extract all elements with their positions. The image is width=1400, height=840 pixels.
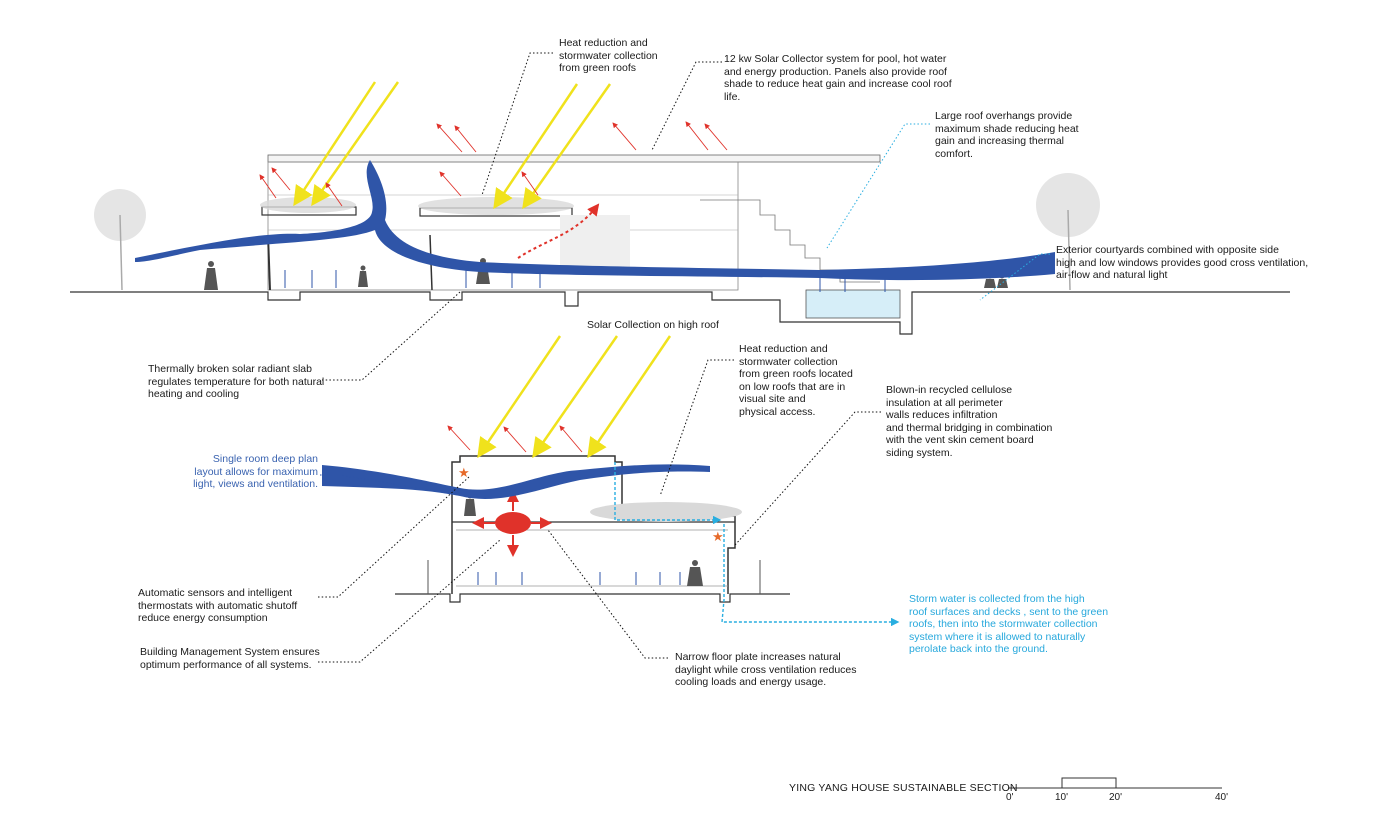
- sensor-star-1: ★: [458, 466, 470, 481]
- sun-rays-lower: [477, 335, 672, 459]
- heat-arrows-upper: [259, 121, 728, 207]
- note-green-roofs-low: Heat reduction and stormwater collection…: [739, 343, 853, 418]
- scale-tick-20: 20': [1109, 792, 1123, 803]
- pool: [805, 289, 901, 319]
- drawing-title: YING YANG HOUSE SUSTAINABLE SECTION: [789, 782, 1018, 794]
- note-courtyards: Exterior courtyards combined with opposi…: [1056, 244, 1309, 281]
- tree-left: [94, 189, 146, 291]
- leader-lines-blue-lower: [320, 474, 459, 496]
- leader-lines-lower: [318, 359, 881, 663]
- note-green-roofs-high: Heat reduction and stormwater collection…: [559, 37, 658, 74]
- green-roof-lower: [590, 502, 742, 522]
- sun-rays-upper: [293, 81, 612, 210]
- radiant-arrows-upper: [284, 270, 886, 292]
- scale-bar: [1008, 777, 1222, 789]
- scale-tick-0: 0': [1006, 792, 1014, 803]
- leader-lines-cyan-upper: [826, 123, 1050, 301]
- building-lower: [451, 455, 736, 594]
- note-sensors: Automatic sensors and intelligent thermo…: [138, 587, 298, 624]
- scale-tick-10: 10': [1055, 792, 1069, 803]
- note-narrow-floor: Narrow floor plate increases natural day…: [675, 651, 857, 688]
- note-deep-plan: Single room deep plan layout allows for …: [193, 453, 318, 490]
- hvac-core: [495, 512, 531, 534]
- wind-flow-upper: [135, 160, 1055, 281]
- ground-line-lower: [395, 593, 790, 603]
- wind-flow-lower: [322, 464, 710, 499]
- radiant-arrows-lower: [477, 572, 681, 585]
- heat-arrows-lower: [447, 425, 583, 453]
- sensor-star-2: ★: [712, 530, 724, 545]
- tree-right: [1036, 173, 1100, 291]
- note-solar-high-roof: Solar Collection on high roof: [587, 319, 719, 331]
- high-roof: [267, 154, 881, 163]
- note-cellulose: Blown-in recycled cellulose insulation a…: [886, 384, 1053, 459]
- hot-air-curve: [517, 203, 600, 259]
- building-upper: [267, 161, 739, 291]
- note-storm-water: Storm water is collected from the high r…: [909, 593, 1109, 655]
- ground-line-upper: [70, 291, 1290, 335]
- leader-lines-upper: [322, 52, 722, 381]
- upper-section: [70, 52, 1290, 381]
- note-radiant-slab: Thermally broken solar radiant slab regu…: [148, 363, 325, 400]
- storm-water-path: [614, 462, 900, 627]
- note-solar-collector: 12 kw Solar Collector system for pool, h…: [724, 53, 952, 103]
- note-roof-overhangs: Large roof overhangs provide maximum sha…: [935, 110, 1079, 160]
- note-bms: Building Management System ensures optim…: [140, 646, 320, 671]
- scale-tick-40: 40': [1215, 792, 1229, 803]
- lower-section: ★ ★: [318, 335, 900, 663]
- people-lower: [464, 493, 703, 586]
